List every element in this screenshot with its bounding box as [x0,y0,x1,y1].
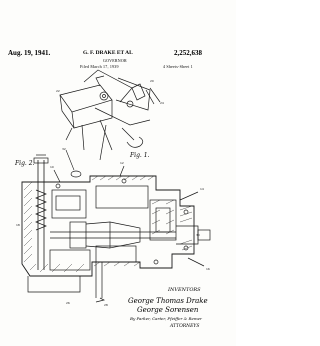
svg-text:16: 16 [206,267,210,271]
inventor-line: G. F. DRAKE ET AL [83,50,133,56]
inventor-signature-1: George Thomas Drake [128,297,208,305]
lower-section-drawing [21,154,211,303]
svg-text:20: 20 [150,79,154,83]
patent-title: GOVERNOR [103,58,127,63]
patent-drawing: 10 12 14 16 18 20 22 24 26 28 30 32 [16,69,211,307]
figure-label-1: Fig. 1. [130,152,150,159]
svg-text:28: 28 [104,303,108,307]
svg-text:22: 22 [56,89,60,93]
inventors-label-top: INVENTORS [168,287,201,293]
svg-text:18: 18 [16,223,20,227]
svg-text:30: 30 [196,233,200,237]
inventor-signature-2: George Sorensen [137,306,199,314]
svg-text:14: 14 [200,187,204,191]
svg-text:10: 10 [50,165,54,169]
attorney-signature: By Parker, Carter, Pfeiffer & Remer [130,316,202,321]
svg-text:32: 32 [62,147,66,151]
svg-text:12: 12 [120,161,124,165]
sheet-count: 4 Sheets-Sheet 1 [163,64,193,69]
svg-text:24: 24 [160,101,164,105]
figure-label-2: Fig. 2. [15,160,35,167]
svg-text:26: 26 [66,301,70,305]
patent-date: Aug. 19, 1941. [8,49,51,57]
upper-mechanism-drawing [59,69,161,178]
patent-number: 2,252,638 [174,49,202,57]
filed-date: Filed March 17, 1939 [80,64,119,69]
patent-drawing-sheet: Aug. 19, 1941. G. F. DRAKE ET AL 2,252,6… [8,49,211,329]
attorneys-label: ATTORNEYS [170,324,200,329]
